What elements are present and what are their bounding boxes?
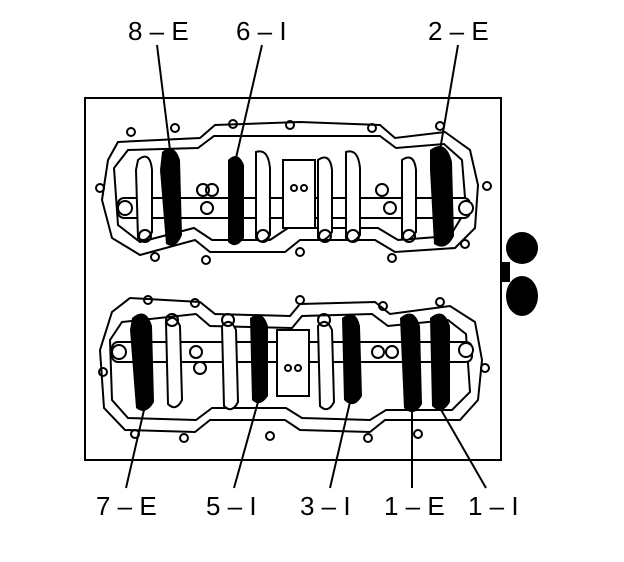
upper-cylinder-head bbox=[95, 119, 492, 265]
upper-rocker-arms bbox=[134, 150, 417, 243]
upper-center-block bbox=[282, 159, 316, 229]
label-7-e: 7 – E bbox=[96, 491, 157, 521]
label-8-e: 8 – E bbox=[128, 16, 189, 46]
lower-center-block bbox=[276, 329, 310, 397]
valve-3-i-lobe bbox=[342, 314, 362, 405]
valve-2-e-lobe bbox=[430, 146, 454, 247]
label-5-i: 5 – I bbox=[206, 491, 257, 521]
label-2-e: 2 – E bbox=[428, 16, 489, 46]
label-3-i: 3 – I bbox=[300, 491, 351, 521]
label-1-i: 1 – I bbox=[468, 491, 519, 521]
valve-1-i-lobe bbox=[430, 313, 450, 411]
valve-8-e-lobe bbox=[160, 148, 182, 246]
lower-rocker-arms bbox=[164, 313, 336, 411]
leader-lines bbox=[125, 44, 487, 489]
lower-cylinder-head bbox=[98, 295, 490, 443]
valve-1-e-lobe bbox=[400, 313, 422, 413]
pulley-icon bbox=[500, 232, 538, 316]
valve-6-i-lobe bbox=[228, 156, 244, 246]
label-6-i: 6 – I bbox=[236, 16, 287, 46]
valve-5-i-lobe bbox=[250, 314, 268, 404]
valve-7-e-lobe bbox=[130, 313, 154, 411]
label-1-e: 1 – E bbox=[384, 491, 445, 521]
lower-bolt-holes bbox=[98, 295, 490, 443]
